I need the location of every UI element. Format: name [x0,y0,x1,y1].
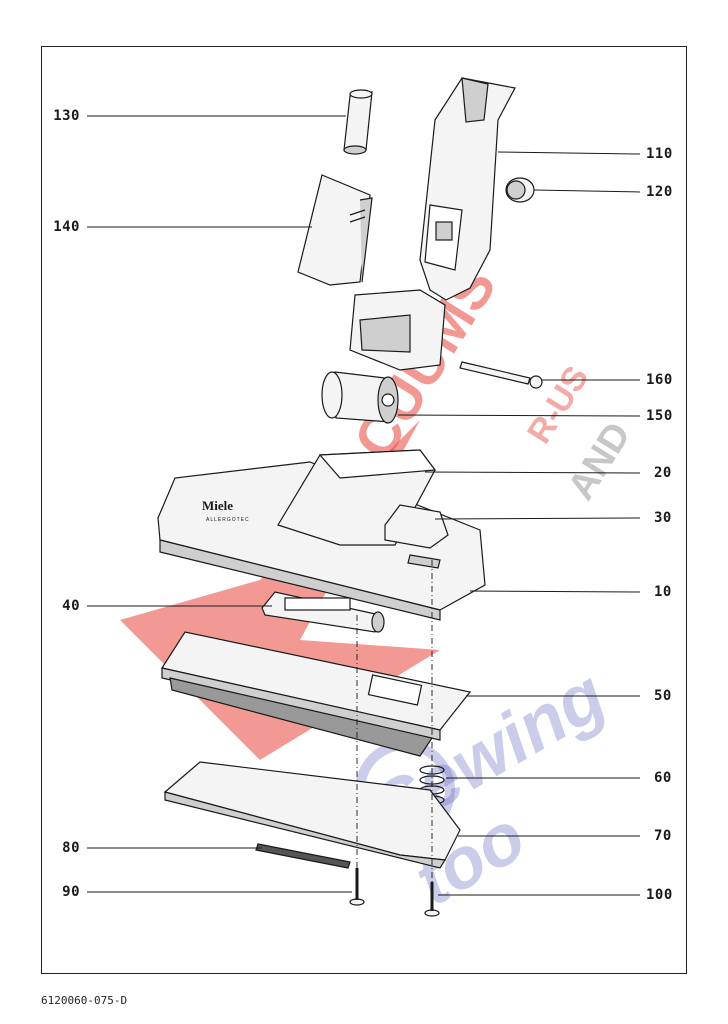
label-110: 110 [646,146,673,162]
label-140: 140 [53,219,80,235]
part-150-roller [321,371,399,424]
label-20: 20 [654,465,672,481]
part-90-screw [349,868,365,906]
part-50-sole-plate [161,631,472,757]
part-130-tube [343,89,373,155]
label-80: 80 [62,840,80,856]
label-160: 160 [646,372,673,388]
diagram-frame [41,46,687,974]
label-120: 120 [646,184,673,200]
label-50: 50 [654,688,672,704]
label-60: 60 [654,770,672,786]
label-150: 150 [646,408,673,424]
part-120-cap [505,177,535,203]
document-number: 6120060-075-D [41,994,128,1007]
part-160-axle [459,361,543,389]
part-70-bottom-tray [163,761,461,869]
part-40-bracket [261,591,385,633]
label-100: 100 [646,887,673,903]
leader-lines [87,115,641,896]
brand-subtext: ALLERGOTEC [206,517,250,523]
part-110-neck [349,77,516,371]
part-140-cover [297,174,373,286]
alignment-lines [356,560,433,885]
label-130: 130 [53,108,80,124]
label-40: 40 [62,598,80,614]
label-10: 10 [654,584,672,600]
part-80-strip [255,843,351,869]
part-100-screw [424,882,440,917]
brand-logo-text: Miele [202,498,233,513]
label-30: 30 [654,510,672,526]
label-70: 70 [654,828,672,844]
label-90: 90 [62,884,80,900]
